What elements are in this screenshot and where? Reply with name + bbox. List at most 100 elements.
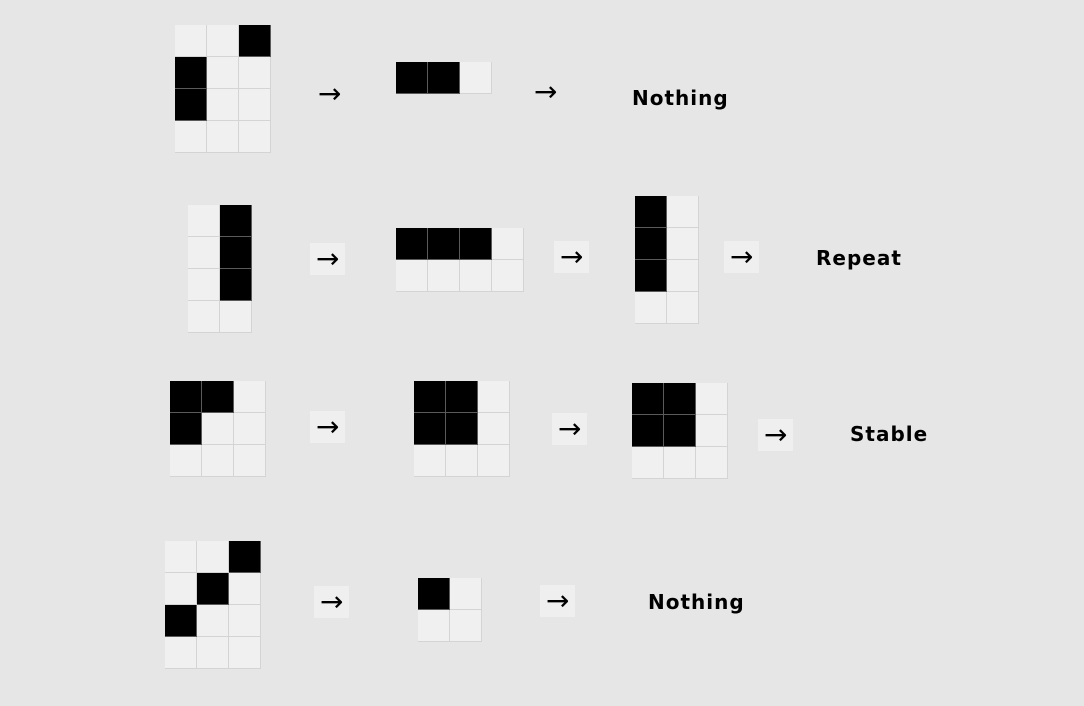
live-cell xyxy=(220,269,252,301)
live-cell xyxy=(414,413,446,445)
dead-cell xyxy=(229,605,261,637)
dead-cell xyxy=(197,541,229,573)
dead-cell xyxy=(492,260,524,292)
dead-cell xyxy=(229,573,261,605)
dead-cell xyxy=(450,610,482,642)
live-cell xyxy=(202,381,234,413)
dead-cell xyxy=(667,292,699,324)
dead-cell xyxy=(478,445,510,477)
dead-cell xyxy=(460,260,492,292)
dead-cell xyxy=(220,301,252,333)
dead-cell xyxy=(478,413,510,445)
dead-cell xyxy=(446,445,478,477)
grid-row1-step2 xyxy=(396,62,492,94)
dead-cell xyxy=(428,260,460,292)
grid-row2-step2 xyxy=(396,228,524,292)
dead-cell xyxy=(188,269,220,301)
grid-row1-step1 xyxy=(175,25,271,153)
dead-cell xyxy=(188,237,220,269)
arrow-row3-1: → xyxy=(310,411,346,443)
dead-cell xyxy=(696,383,728,415)
dead-cell xyxy=(207,25,239,57)
live-cell xyxy=(170,413,202,445)
dead-cell xyxy=(667,196,699,228)
grid-row3-step2 xyxy=(414,381,510,477)
arrow-row1-1: → xyxy=(318,77,342,110)
grid-row4-step2 xyxy=(418,578,482,642)
grid-row3-step1 xyxy=(170,381,266,477)
live-cell xyxy=(229,541,261,573)
dead-cell xyxy=(667,228,699,260)
arrow-row1-2: → xyxy=(534,75,558,108)
live-cell xyxy=(428,62,460,94)
live-cell xyxy=(239,25,271,57)
live-cell xyxy=(446,413,478,445)
result-label-row1: Nothing xyxy=(632,86,729,110)
arrow-row4-1: → xyxy=(314,586,350,618)
grid-row4-step1 xyxy=(165,541,261,669)
live-cell xyxy=(175,57,207,89)
dead-cell xyxy=(414,445,446,477)
live-cell xyxy=(635,228,667,260)
live-cell xyxy=(418,578,450,610)
dead-cell xyxy=(202,445,234,477)
live-cell xyxy=(396,62,428,94)
dead-cell xyxy=(175,25,207,57)
arrow-row2-1: → xyxy=(310,243,346,275)
dead-cell xyxy=(202,413,234,445)
grid-row2-step1 xyxy=(188,205,252,333)
grid-row2-step3 xyxy=(635,196,699,324)
dead-cell xyxy=(664,447,696,479)
dead-cell xyxy=(234,445,266,477)
arrow-row2-3: → xyxy=(724,241,760,273)
result-label-row2: Repeat xyxy=(816,246,902,270)
grid-row3-step3 xyxy=(632,383,728,479)
live-cell xyxy=(165,605,197,637)
dead-cell xyxy=(234,413,266,445)
dead-cell xyxy=(188,301,220,333)
live-cell xyxy=(635,260,667,292)
dead-cell xyxy=(492,228,524,260)
result-label-row3: Stable xyxy=(850,422,929,446)
arrow-row3-2: → xyxy=(552,413,588,445)
dead-cell xyxy=(239,57,271,89)
dead-cell xyxy=(170,445,202,477)
dead-cell xyxy=(667,260,699,292)
dead-cell xyxy=(632,447,664,479)
dead-cell xyxy=(239,121,271,153)
live-cell xyxy=(632,383,664,415)
dead-cell xyxy=(229,637,261,669)
dead-cell xyxy=(207,89,239,121)
dead-cell xyxy=(478,381,510,413)
live-cell xyxy=(632,415,664,447)
live-cell xyxy=(635,196,667,228)
dead-cell xyxy=(239,89,271,121)
dead-cell xyxy=(165,637,197,669)
dead-cell xyxy=(165,541,197,573)
arrow-row3-3: → xyxy=(758,419,794,451)
dead-cell xyxy=(635,292,667,324)
live-cell xyxy=(664,415,696,447)
live-cell xyxy=(414,381,446,413)
live-cell xyxy=(460,228,492,260)
dead-cell xyxy=(696,415,728,447)
dead-cell xyxy=(197,637,229,669)
dead-cell xyxy=(188,205,220,237)
live-cell xyxy=(396,228,428,260)
dead-cell xyxy=(165,573,197,605)
dead-cell xyxy=(696,447,728,479)
dead-cell xyxy=(396,260,428,292)
live-cell xyxy=(220,205,252,237)
dead-cell xyxy=(207,121,239,153)
dead-cell xyxy=(450,578,482,610)
dead-cell xyxy=(207,57,239,89)
dead-cell xyxy=(234,381,266,413)
arrow-row4-2: → xyxy=(540,585,576,617)
arrow-row2-2: → xyxy=(554,241,590,273)
live-cell xyxy=(175,89,207,121)
result-label-row4: Nothing xyxy=(648,590,745,614)
dead-cell xyxy=(175,121,207,153)
live-cell xyxy=(664,383,696,415)
live-cell xyxy=(446,381,478,413)
